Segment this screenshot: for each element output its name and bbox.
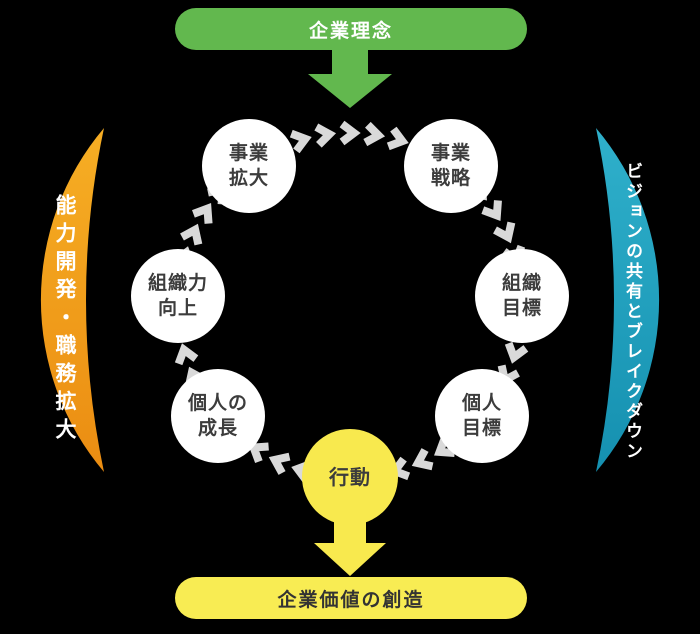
arrow-to-value-creation-icon [314, 500, 386, 576]
left-band-shape [40, 128, 104, 472]
cycle-node-personal-growth: 個人の 成長 [171, 369, 265, 463]
node-label-line: 目標 [461, 417, 502, 439]
node-label-line: 事業 [430, 142, 471, 165]
ring-chevron-icon [481, 200, 502, 221]
cycle-node-action: 行動 [302, 429, 398, 525]
node-label-line: 向上 [157, 297, 198, 319]
node-label-line: 行動 [329, 465, 371, 489]
cycle-node-business-expansion: 事業 拡大 [202, 119, 296, 213]
node-label-line: 拡大 [228, 167, 269, 189]
ring-chevron-icon [339, 120, 361, 146]
cycle-node-organization-strength: 組織力 向上 [131, 249, 225, 343]
right-band-shape [596, 128, 660, 472]
ring-chevron-icon [192, 203, 213, 224]
top-banner-label: 企業理念 [308, 19, 393, 42]
ring-chevron-icon [363, 121, 386, 147]
ring-chevron-icon [174, 343, 199, 366]
bottom-banner-label: 企業価値の創造 [277, 588, 425, 611]
right-band-label: ビジョンの共有とブレイクダウン [622, 162, 642, 462]
ring-chevron-icon [386, 126, 409, 151]
ring-chevron-icon [180, 223, 203, 246]
arrow-from-philosophy-icon [308, 44, 392, 108]
node-label-line: 個人 [461, 392, 502, 415]
bottom-banner: 企業価値の創造 [175, 577, 527, 619]
ring-chevron-icon [314, 123, 337, 148]
left-band-label: 能力開発・職務拡大 [53, 194, 77, 446]
ring-chevron-icon [268, 452, 291, 475]
cycle-node-business-strategy: 事業 戦略 [404, 119, 498, 213]
node-label-line: 事業 [228, 142, 269, 165]
ring-chevron-icon [504, 341, 529, 364]
node-label-line: 個人の [187, 392, 248, 415]
node-label-line: 組織力 [147, 272, 208, 295]
node-label-line: 目標 [501, 297, 542, 319]
ring-chevron-icon [411, 448, 434, 471]
node-label-line: 成長 [197, 417, 238, 439]
ring-chevron-icon [248, 442, 269, 463]
top-banner: 企業理念 [175, 8, 527, 50]
ring-chevron-icon [493, 221, 516, 244]
cycle-node-organization-goal: 組織 目標 [475, 249, 569, 343]
node-label-line: 組織 [501, 272, 542, 295]
cycle-node-personal-goal: 個人 目標 [435, 369, 529, 463]
node-label-line: 戦略 [430, 167, 471, 189]
ring-chevron-icon [289, 129, 312, 154]
